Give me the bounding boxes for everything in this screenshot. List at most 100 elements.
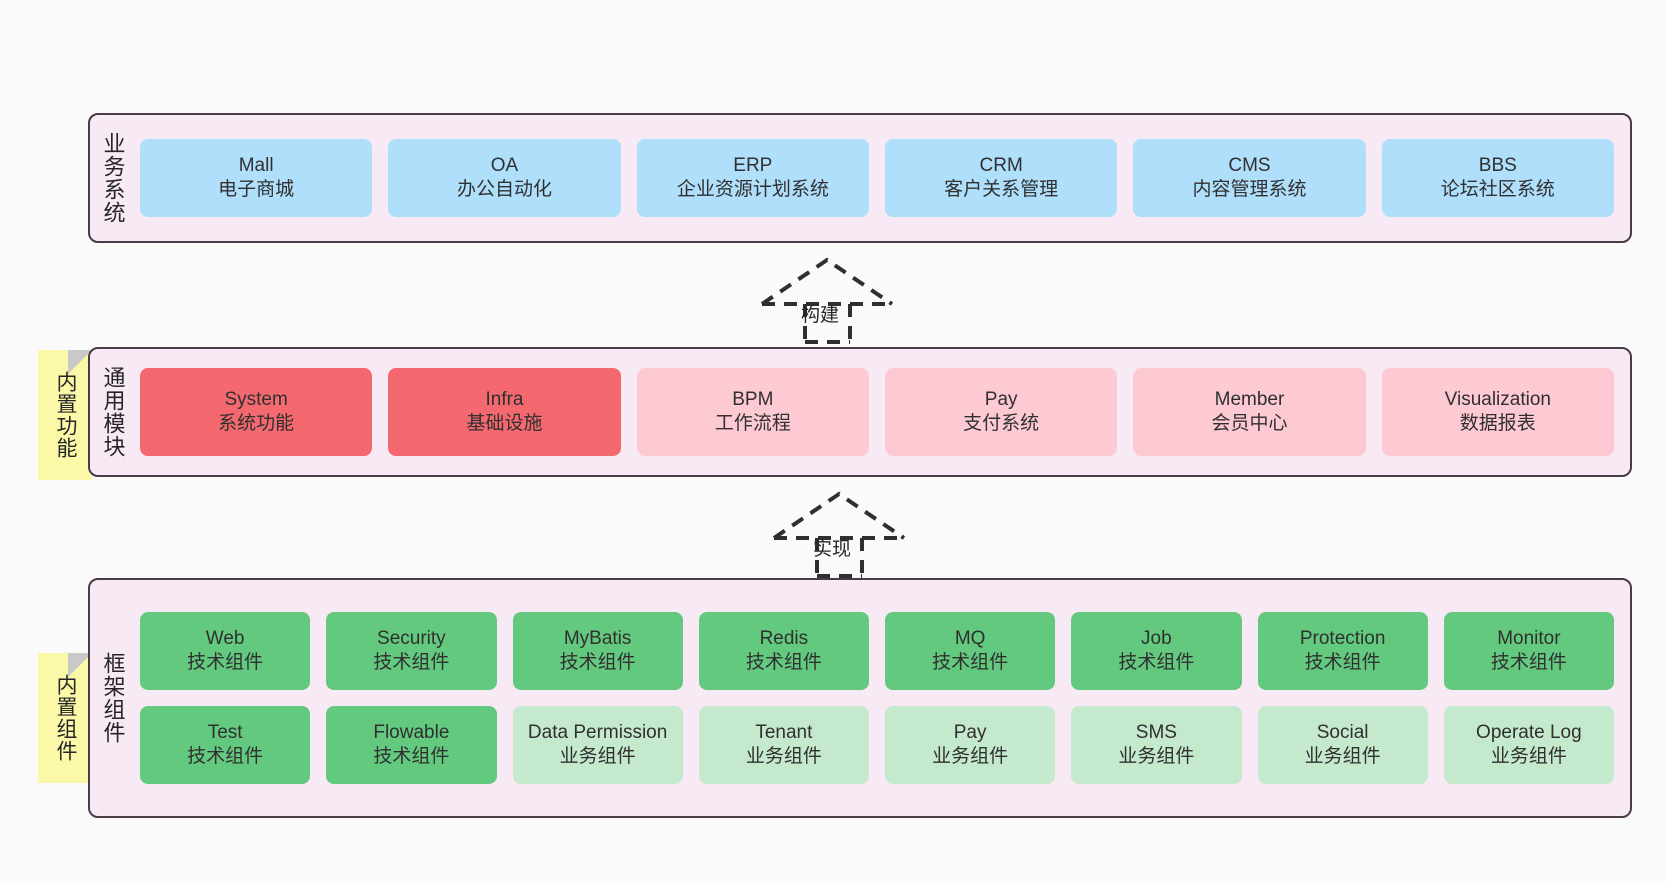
card-subtitle: 业务组件 — [1490, 746, 1567, 767]
card-title: Visualization — [1444, 389, 1551, 411]
note-label: 内置组件 — [53, 674, 77, 762]
card-row-tech: Web 技术组件 Security 技术组件 MyBatis 技术组件 Redi… — [140, 612, 1614, 690]
card-web[interactable]: Web 技术组件 — [140, 612, 311, 690]
layer-title-common-module: 通用模块 — [100, 366, 126, 458]
connector-label-implement: 实现 — [812, 539, 852, 560]
card-subtitle: 技术组件 — [1490, 652, 1567, 673]
card-title: Monitor — [1497, 628, 1561, 650]
card-pay-module[interactable]: Pay 支付系统 — [884, 368, 1118, 456]
card-subtitle: 技术组件 — [373, 652, 450, 673]
note-builtin-component: 内置组件 — [38, 653, 92, 783]
card-subtitle: 电子商城 — [218, 179, 295, 200]
card-title: Mall — [238, 155, 274, 177]
card-row: Mall 电子商城 OA 办公自动化 ERP 企业资源计划系统 CRM 客户关系… — [140, 139, 1614, 217]
card-crm[interactable]: CRM 客户关系管理 — [884, 139, 1118, 217]
connector-implement: 实现 — [772, 491, 907, 578]
card-title: Flowable — [373, 722, 450, 744]
layer-body-common-module: System 系统功能 Infra 基础设施 BPM 工作流程 Pay 支付系统… — [136, 349, 1630, 475]
card-oa[interactable]: OA 办公自动化 — [388, 139, 621, 217]
card-row-business: Test 技术组件 Flowable 技术组件 Data Permission … — [140, 706, 1614, 784]
note-builtin-function: 内置功能 — [38, 350, 92, 480]
card-subtitle: 技术组件 — [745, 652, 822, 673]
card-test[interactable]: Test 技术组件 — [140, 706, 311, 784]
card-pay-component[interactable]: Pay 业务组件 — [885, 706, 1056, 784]
card-subtitle: 支付系统 — [963, 413, 1040, 434]
card-title: OA — [490, 155, 519, 177]
card-monitor[interactable]: Monitor 技术组件 — [1443, 612, 1614, 690]
card-subtitle: 业务组件 — [745, 746, 822, 767]
card-subtitle: 业务组件 — [932, 746, 1009, 767]
card-subtitle: 企业资源计划系统 — [676, 179, 829, 200]
card-subtitle: 会员中心 — [1211, 413, 1288, 434]
connector-build: 构建 — [760, 257, 895, 344]
card-title: Social — [1316, 722, 1369, 744]
card-title: CRM — [979, 155, 1023, 177]
card-subtitle: 基础设施 — [466, 413, 543, 434]
card-mall[interactable]: Mall 电子商城 — [140, 139, 373, 217]
card-infra[interactable]: Infra 基础设施 — [388, 368, 621, 456]
card-title: MQ — [954, 628, 986, 650]
card-subtitle: 内容管理系统 — [1192, 179, 1307, 200]
card-system[interactable]: System 系统功能 — [140, 368, 373, 456]
card-data-permission[interactable]: Data Permission 业务组件 — [512, 706, 683, 784]
card-subtitle: 系统功能 — [218, 413, 295, 434]
card-member[interactable]: Member 会员中心 — [1133, 368, 1366, 456]
card-flowable[interactable]: Flowable 技术组件 — [326, 706, 497, 784]
layer-business-system[interactable]: 业务系统 Mall 电子商城 OA 办公自动化 ERP 企业资源计划系统 CRM… — [88, 113, 1632, 243]
card-redis[interactable]: Redis 技术组件 — [698, 612, 869, 690]
layer-common-module[interactable]: 通用模块 System 系统功能 Infra 基础设施 BPM 工作流程 Pay… — [88, 347, 1632, 477]
card-mybatis[interactable]: MyBatis 技术组件 — [512, 612, 683, 690]
card-title: ERP — [733, 155, 773, 177]
card-subtitle: 技术组件 — [559, 652, 636, 673]
layer-body-framework-component: Web 技术组件 Security 技术组件 MyBatis 技术组件 Redi… — [136, 580, 1630, 816]
layer-framework-component[interactable]: 框架组件 Web 技术组件 Security 技术组件 MyBatis 技术组件… — [88, 578, 1632, 818]
card-subtitle: 业务组件 — [1118, 746, 1195, 767]
card-title: Tenant — [755, 722, 813, 744]
card-subtitle: 业务组件 — [1304, 746, 1381, 767]
card-sms[interactable]: SMS 业务组件 — [1071, 706, 1242, 784]
card-erp[interactable]: ERP 企业资源计划系统 — [636, 139, 869, 217]
card-subtitle: 论坛社区系统 — [1440, 179, 1555, 200]
card-tenant[interactable]: Tenant 业务组件 — [698, 706, 869, 784]
card-title: Member — [1214, 389, 1285, 411]
card-mq[interactable]: MQ 技术组件 — [885, 612, 1056, 690]
card-title: BPM — [732, 389, 774, 411]
card-title: Web — [205, 628, 245, 650]
card-title: Security — [377, 628, 446, 650]
card-title: SMS — [1135, 722, 1177, 744]
card-title: BBS — [1478, 155, 1517, 177]
connector-label-build: 构建 — [800, 305, 840, 326]
card-title: Protection — [1299, 628, 1386, 650]
layer-body-business-system: Mall 电子商城 OA 办公自动化 ERP 企业资源计划系统 CRM 客户关系… — [136, 115, 1630, 241]
card-row: System 系统功能 Infra 基础设施 BPM 工作流程 Pay 支付系统… — [140, 368, 1614, 456]
card-subtitle: 技术组件 — [1304, 652, 1381, 673]
card-subtitle: 客户关系管理 — [944, 179, 1059, 200]
card-title: Pay — [984, 389, 1018, 411]
card-protection[interactable]: Protection 技术组件 — [1257, 612, 1428, 690]
card-job[interactable]: Job 技术组件 — [1071, 612, 1242, 690]
card-social[interactable]: Social 业务组件 — [1257, 706, 1428, 784]
card-title: CMS — [1228, 155, 1271, 177]
layer-title-business-system: 业务系统 — [100, 132, 126, 224]
card-subtitle: 技术组件 — [932, 652, 1009, 673]
layer-title-framework-component: 框架组件 — [100, 652, 126, 744]
card-title: MyBatis — [563, 628, 632, 650]
card-subtitle: 技术组件 — [187, 746, 264, 767]
card-visualization[interactable]: Visualization 数据报表 — [1381, 368, 1614, 456]
card-title: Pay — [953, 722, 987, 744]
card-subtitle: 办公自动化 — [456, 179, 552, 200]
card-security[interactable]: Security 技术组件 — [326, 612, 497, 690]
card-bbs[interactable]: BBS 论坛社区系统 — [1381, 139, 1614, 217]
card-title: Redis — [759, 628, 809, 650]
card-title: Infra — [485, 389, 524, 411]
card-operate-log[interactable]: Operate Log 业务组件 — [1443, 706, 1614, 784]
card-bpm[interactable]: BPM 工作流程 — [636, 368, 869, 456]
card-subtitle: 业务组件 — [559, 746, 636, 767]
note-label: 内置功能 — [53, 371, 77, 459]
card-subtitle: 技术组件 — [187, 652, 264, 673]
card-subtitle: 数据报表 — [1459, 413, 1536, 434]
card-title: Job — [1141, 628, 1172, 650]
card-cms[interactable]: CMS 内容管理系统 — [1133, 139, 1366, 217]
card-title: Test — [207, 722, 243, 744]
